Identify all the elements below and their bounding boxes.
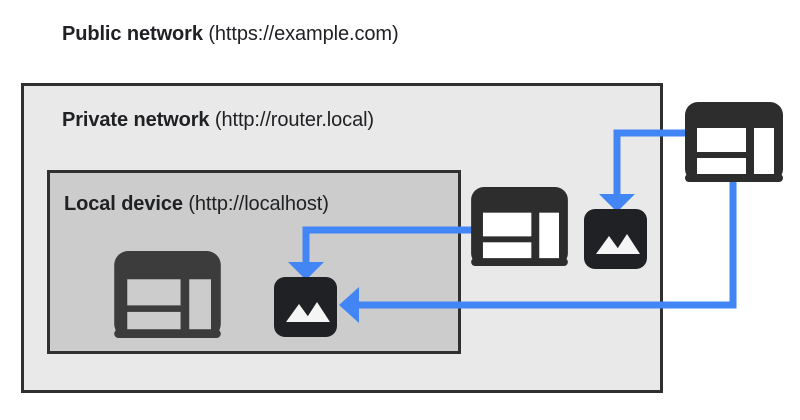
browser-window-icon-public[interactable] [685,102,783,182]
browser-window-icon-private[interactable] [471,187,568,266]
image-icon-private[interactable] [584,209,647,269]
private-network-label-strong: Private network [62,109,210,131]
local-device-label-strong: Local device [64,193,183,215]
public-network-label-strong: Public network [62,23,203,45]
public-network-label-url: (https://example.com) [202,23,399,45]
image-icon [584,209,647,269]
private-network-label: Private network (http://router.local) [62,108,374,132]
browser-window-icon [471,187,568,266]
browser-window-icon-local[interactable] [114,251,221,338]
public-network-label: Public network (https://example.com) [62,22,399,46]
image-icon [274,277,337,337]
local-device-label-url: (http://localhost) [182,193,329,215]
private-network-label-url: (http://router.local) [209,109,374,131]
browser-window-icon [685,102,783,182]
image-icon-local[interactable] [274,277,337,337]
browser-window-icon [114,251,221,338]
local-device-label: Local device (http://localhost) [64,192,329,216]
